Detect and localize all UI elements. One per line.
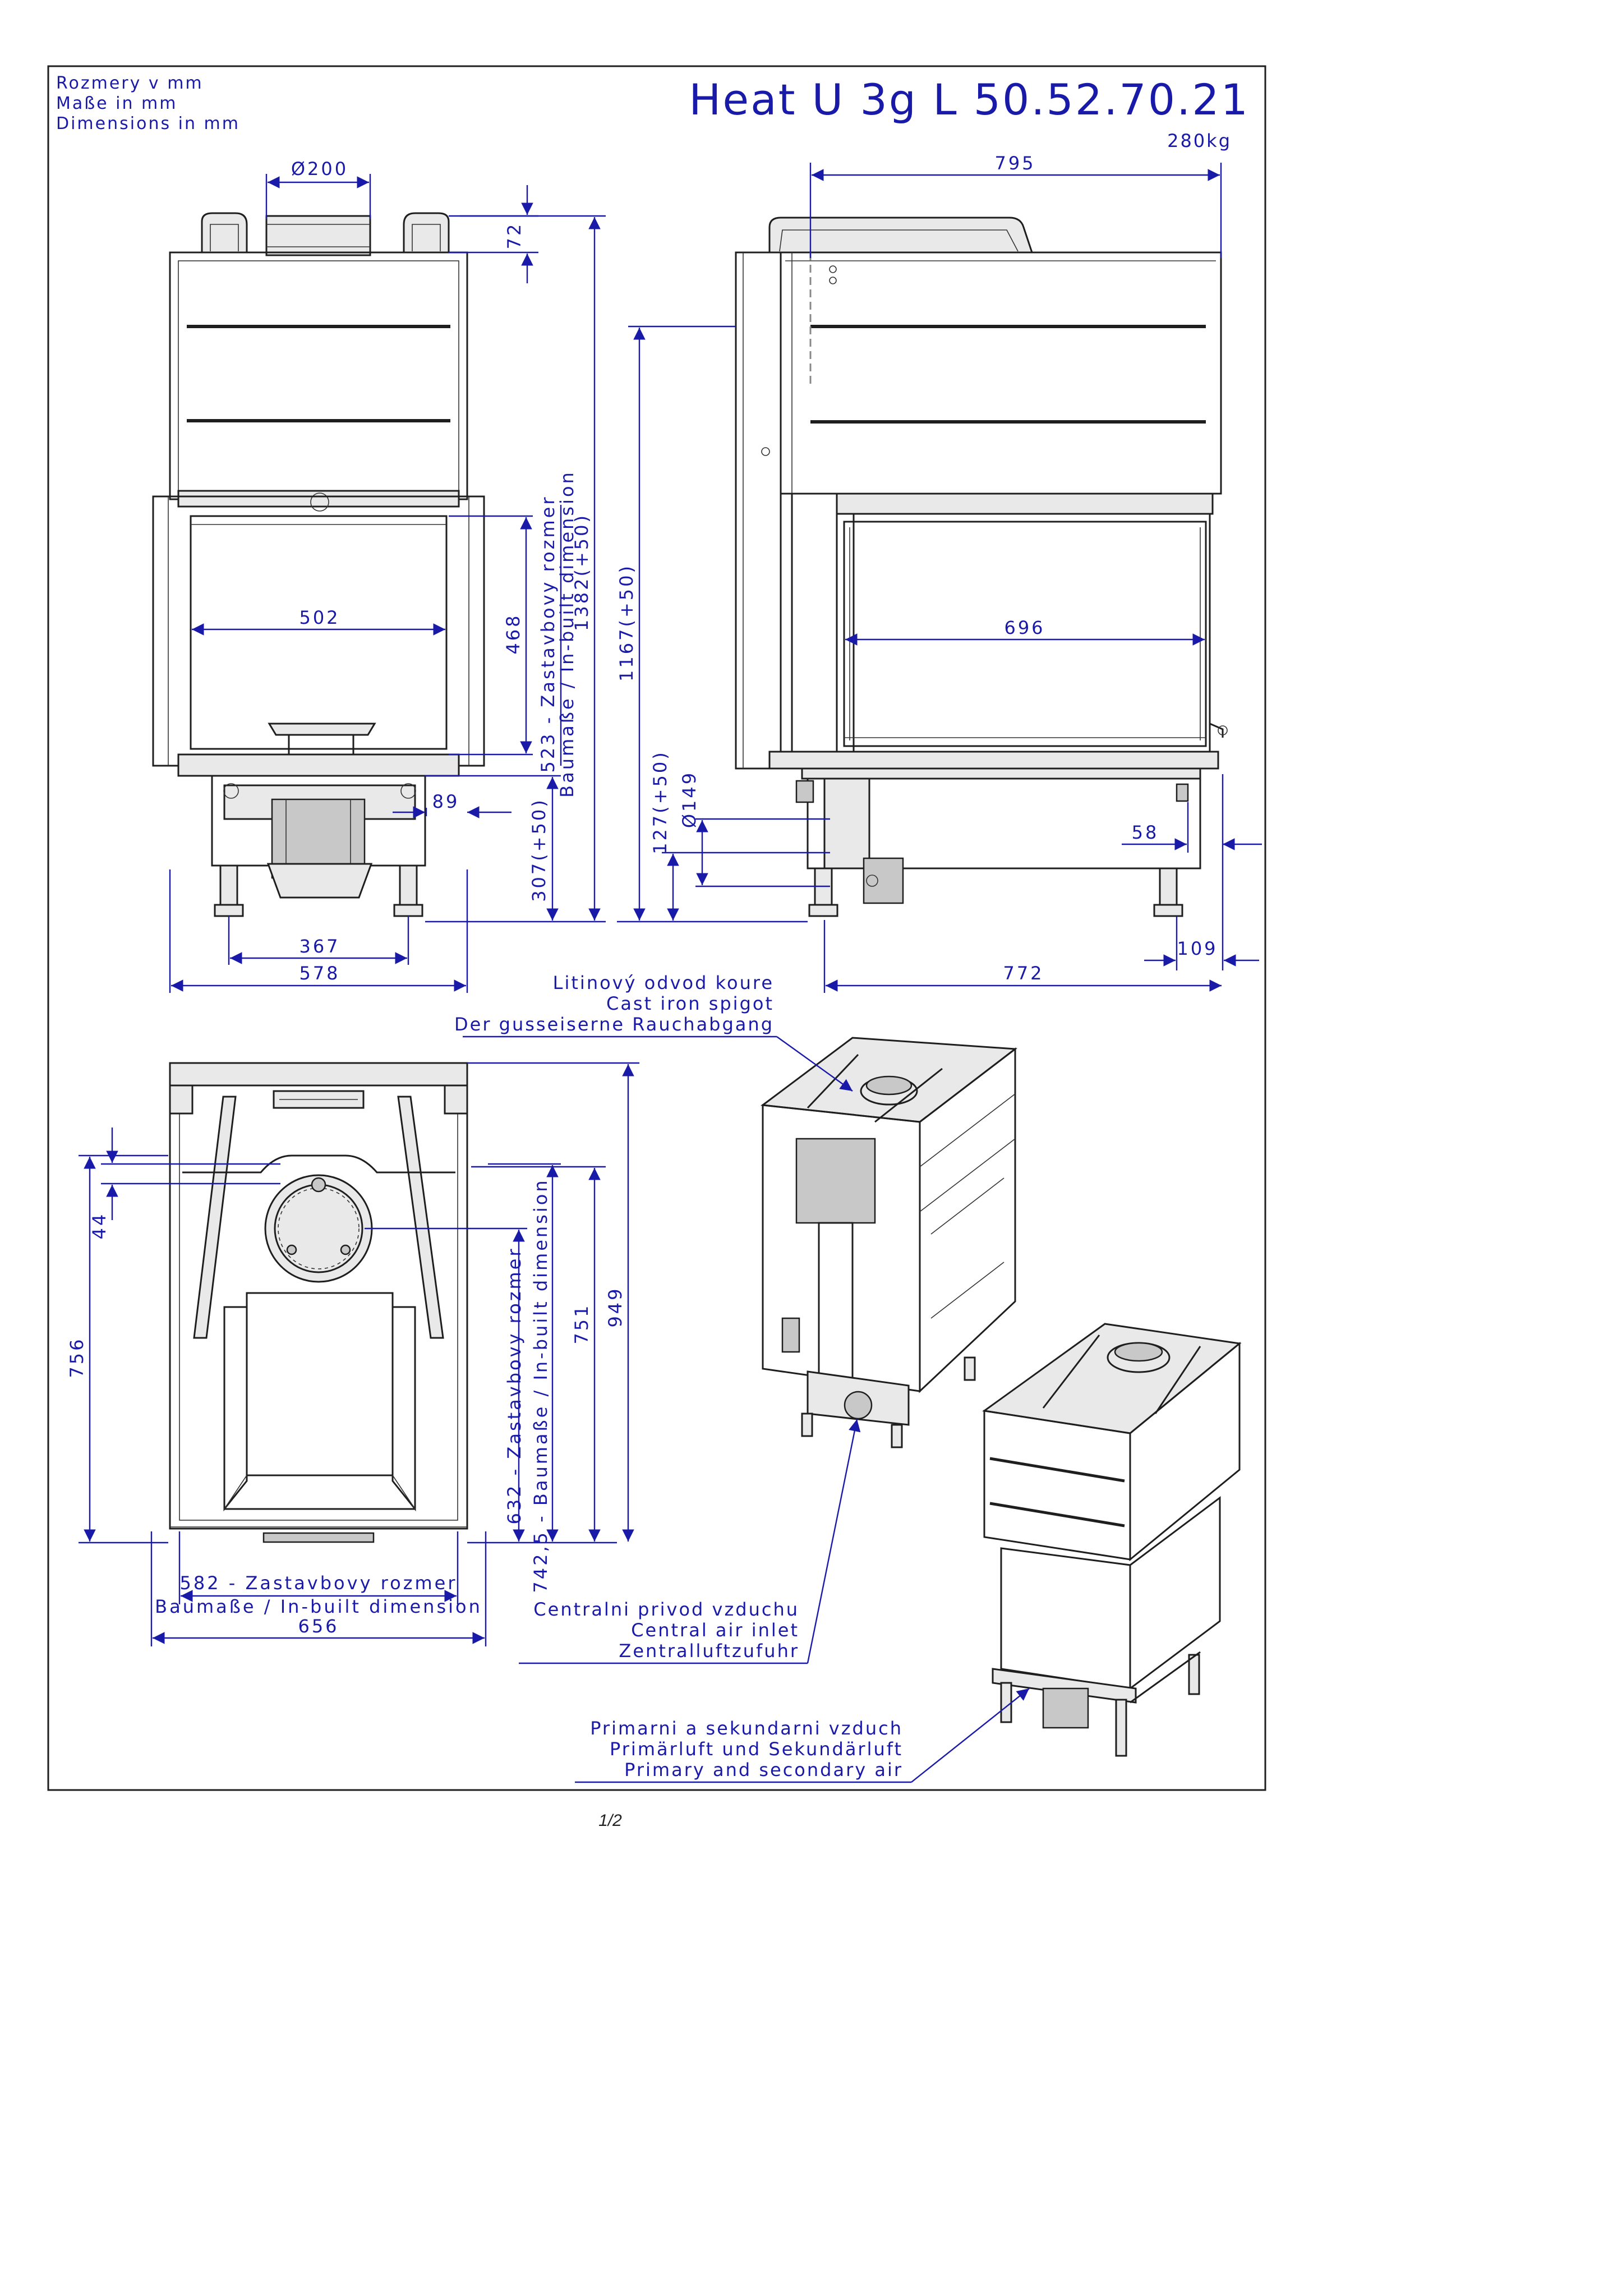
dim-built-in-label: Baumaße / In-built dimension <box>556 470 578 798</box>
callout-spigot: Litinový odvod koure Cast iron spigot De… <box>454 972 853 1092</box>
dim-total-height: 1382(+50) <box>571 513 592 631</box>
dim-742: 742,5 - Baumaße / In-built dimension <box>530 1178 551 1593</box>
units-note: Rozmery v mm Maße in mm Dimensions in mm <box>56 73 240 134</box>
callout-primary-air-cz: Primarni a sekundarni vzduch <box>590 1718 903 1739</box>
dim-632: 632 - Zastavbovy rozmer <box>504 1246 525 1524</box>
units-de: Maße in mm <box>56 94 178 113</box>
dim-base-height: 307(+50) <box>528 798 550 902</box>
dim-89: 89 <box>432 791 460 812</box>
callout-central-air-cz: Centralni privod vzduchu <box>533 1599 799 1620</box>
dim-58: 58 <box>1132 822 1159 843</box>
front-view <box>152 212 485 917</box>
page-number: 1/2 <box>598 1811 622 1830</box>
dim-109: 109 <box>1177 938 1218 959</box>
dim-582: 582 - Zastavbovy rozmer <box>179 1572 457 1594</box>
callout-spigot-cz: Litinový odvod koure <box>553 972 774 993</box>
units-en: Dimensions in mm <box>56 114 240 134</box>
callout-central-air: Centralni privod vzduchu Central air inl… <box>519 1419 861 1664</box>
dim-glass-height: 468 <box>503 613 524 654</box>
dim-height-to-air-inlet: 1167(+50) <box>616 564 637 682</box>
iso-view-rear <box>761 1037 1018 1448</box>
dim-656: 656 <box>298 1616 339 1637</box>
dim-air-inlet-height: 127(+50) <box>649 750 671 854</box>
callout-spigot-de: Der gusseiserne Rauchabgang <box>454 1014 774 1035</box>
callout-primary-air: Primarni a sekundarni vzduch Primärluft … <box>575 1688 1030 1783</box>
front-view-dimensions: Ø200 72 1382(+50) 468 523 - Zastavbovy r… <box>169 158 606 993</box>
dim-base-depth: 772 <box>1003 963 1044 984</box>
dim-body-width: 578 <box>299 963 340 984</box>
dim-949: 949 <box>605 1286 626 1327</box>
weight-label: 280kg <box>1167 130 1232 151</box>
side-view <box>735 217 1228 917</box>
dim-44: 44 <box>89 1212 110 1240</box>
dim-flue-diameter: Ø200 <box>291 158 348 180</box>
dim-751: 751 <box>571 1303 592 1344</box>
iso-view-front <box>982 1323 1242 1757</box>
drawing-frame <box>47 65 1266 1791</box>
dim-feet-spacing: 367 <box>299 936 340 957</box>
units-cz: Rozmery v mm <box>56 73 204 93</box>
dim-air-inlet-diameter: Ø149 <box>679 771 700 828</box>
callout-central-air-de: Zentralluftzufuhr <box>619 1640 799 1662</box>
callout-primary-air-de: Primärluft und Sekundärluft <box>610 1738 903 1760</box>
callout-spigot-en: Cast iron spigot <box>606 993 774 1014</box>
top-view <box>169 1062 468 1543</box>
model-title: Heat U 3g L 50.52.70.21 <box>689 75 1250 125</box>
top-view-dimensions: 44 756 632 - Zastavbovy rozmer 742,5 - B… <box>66 1062 639 1646</box>
callout-central-air-en: Central air inlet <box>631 1619 799 1641</box>
dim-built-in-height: 523 - Zastavbovy rozmer <box>537 495 559 772</box>
dim-side-glass-width: 696 <box>1004 617 1045 638</box>
dim-582-label: Baumaße / In-built dimension <box>155 1596 482 1617</box>
side-view-dimensions: 795 696 1167(+50) 127(+50) Ø149 58 109 7… <box>616 153 1262 993</box>
dim-depth-top: 795 <box>994 153 1035 174</box>
dim-glass-width: 502 <box>299 607 340 628</box>
dim-72: 72 <box>504 222 525 250</box>
dim-top-depth: 756 <box>66 1337 87 1378</box>
callout-primary-air-en: Primary and secondary air <box>624 1759 903 1780</box>
